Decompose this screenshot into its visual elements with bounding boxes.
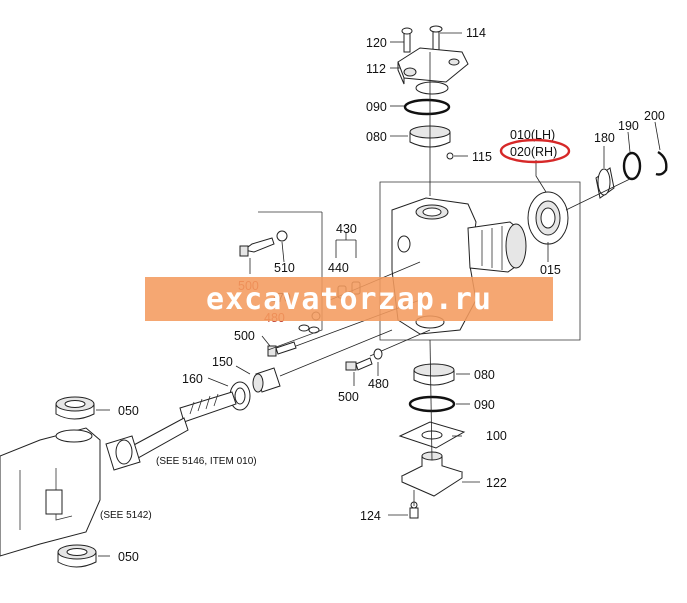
snap-ring-200 [655,150,668,176]
label-010-lh: 010(LH) [510,128,555,142]
bearing-050-top [55,396,95,420]
bearing-050-bottom [57,544,97,568]
label-124: 124 [360,509,381,523]
o-ring-090-top [403,98,451,116]
label-100: 100 [486,429,507,443]
label-090-top: 090 [366,100,387,114]
bolt-500-upper [239,237,275,257]
bracket-line-left [267,212,323,351]
label-200: 200 [644,109,665,123]
axle-beam [0,427,101,557]
label-050-bottom: 050 [118,550,139,564]
highlight-circle-020 [499,138,571,164]
label-020-rh: 020(RH) [510,145,557,159]
top-cap-assembly [397,25,469,95]
label-150: 150 [212,355,233,369]
label-440: 440 [328,261,349,275]
label-160: 160 [182,372,203,386]
label-500-lower: 500 [338,390,359,404]
washer-510 [276,230,288,242]
washer-480-left [298,324,310,332]
label-430: 430 [336,222,357,236]
bolt-500-lower [345,357,373,371]
label-500-middle: 500 [234,329,255,343]
label-510: 510 [274,261,295,275]
label-122: 122 [486,476,507,490]
label-112: 112 [366,62,386,76]
cup-080-bottom [413,363,455,386]
bolt-500-middle [267,341,297,357]
note-see-5146: (SEE 5146, ITEM 010) [156,456,257,467]
watermark-banner: excavatorzap.ru [145,277,553,321]
bushing-150 [252,367,281,393]
note-see-5142: (SEE 5142) [100,510,152,521]
label-080-bottom: 080 [474,368,495,382]
label-050-top: 050 [118,404,139,418]
watermark-text: excavatorzap.ru [206,281,492,317]
o-ring-090-bottom [408,395,456,413]
gasket-100 [398,421,466,449]
label-180: 180 [594,131,615,145]
label-480-right: 480 [368,377,389,391]
label-090-bottom: 090 [474,398,495,412]
bearing-015 [527,191,569,262]
label-015: 015 [540,263,561,277]
washer-480-right [373,348,383,360]
ring-190 [622,151,642,181]
lower-cap-122 [400,451,464,497]
ball-115 [446,152,454,160]
label-115: 115 [472,150,492,164]
label-114: 114 [466,26,486,40]
label-080-top: 080 [366,130,387,144]
label-120: 120 [366,36,387,50]
washer-180 [595,167,615,199]
axle-shaft [105,391,237,471]
label-190: 190 [618,119,639,133]
